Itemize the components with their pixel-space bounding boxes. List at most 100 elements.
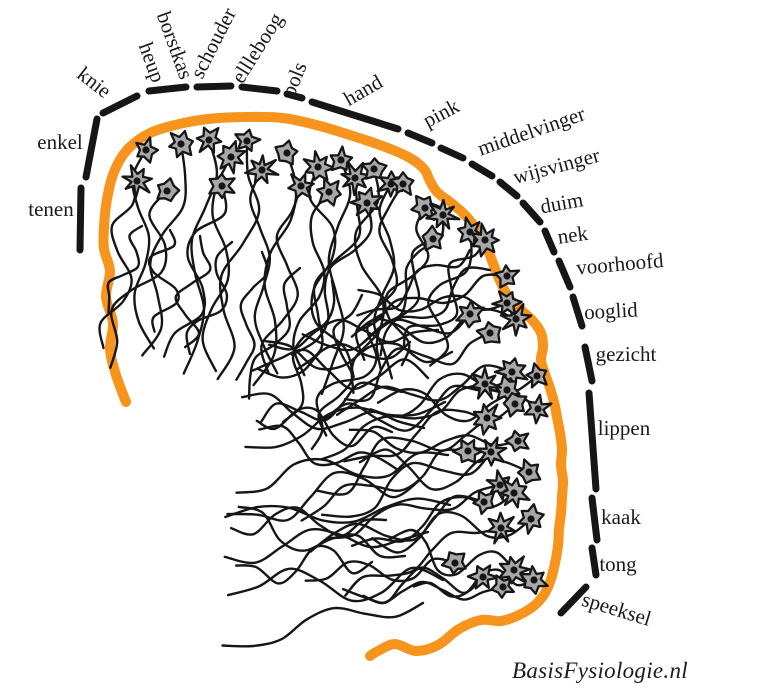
arc-dash [193,82,235,91]
neuron [425,198,461,230]
neuron-axon [98,179,139,350]
neuron-axon [304,557,457,583]
arc-dash [238,83,281,95]
arc-dash [76,184,85,254]
nerve-fiber [174,234,212,349]
neuron [516,458,542,485]
neuron-axon [141,142,187,357]
neuron [499,302,533,337]
neuron-nucleus [370,165,378,173]
neuron-axon [162,184,228,358]
label-gezicht: gezicht [596,342,657,366]
nerve-fiber [379,266,492,357]
neuron [410,194,440,222]
neuron-nucleus [205,136,213,144]
neuron-axon [296,176,362,371]
neuron-nucleus [177,140,185,148]
nerve-fiber [147,228,180,333]
nerve-fiber [235,544,374,585]
neuron-nucleus [533,372,541,380]
neuron-nucleus [503,299,511,307]
neuron [208,172,236,200]
neuron-nucleus [499,583,507,591]
neuron-axons [98,138,540,605]
arc-dash [496,178,521,200]
neuron-nucleus [481,236,489,244]
neuron-nucleus [297,182,305,190]
neuron-nucleus [530,576,538,584]
neuron [440,551,467,575]
arc-dash [581,343,596,385]
nerve-fiber [226,470,422,522]
neuron-nucleus [466,310,474,318]
arc-dash [145,83,190,95]
neuron [121,164,154,199]
neuron-nucleus [483,414,491,422]
neuron-nucleus [363,199,371,207]
nerve-fiber [221,601,425,648]
arc-dash [555,257,574,291]
neuron-axon [216,139,261,381]
neuron [135,136,160,164]
arc-dashes [76,82,601,617]
neuron-axon [316,416,489,496]
neuron-axon [109,189,169,369]
neuron-nucleus [283,149,291,157]
neuron [504,429,530,453]
neuron-axon [182,138,219,375]
neuron-axon [260,184,303,375]
neuron [349,186,384,218]
label-nek: nek [556,221,590,249]
label-enkel: enkel [37,130,83,154]
neuron [316,177,342,207]
neuron [168,129,195,159]
neuron [519,565,549,595]
nerve-fiber [258,424,400,472]
neuron-axon [344,526,503,597]
arc-dash [569,293,586,330]
neuron-nucleus [439,211,447,219]
neuron [274,139,299,166]
nerve-fiber [310,310,388,451]
neuron [421,224,445,252]
neuron-axon [375,237,435,370]
neuron-nucleus [314,163,322,171]
neuron-nucleus [503,272,511,280]
neuron-nucleus [510,566,518,574]
label-tong: tong [599,552,637,576]
neuron-axon [290,201,373,356]
neuron [502,391,528,418]
arc-dash [588,494,601,544]
neuron [389,171,415,196]
neuron-nucleus [258,166,266,174]
neuron-nucleus [421,204,429,212]
arc-dash [82,115,101,181]
nerve-fiber [244,400,447,449]
label-pols: pols [276,58,311,99]
label-kaak: kaak [601,505,641,529]
neuron-nucleus [227,153,235,161]
neuron [493,357,529,387]
neuron-nucleus [325,188,333,196]
neuron-nucleus [496,481,504,489]
neuron [491,290,523,316]
neuron [475,321,502,344]
neuron-axon [292,190,331,377]
arc-dash [557,583,590,617]
neuron-nucleus [481,380,489,388]
label-lippen: lippen [598,416,651,440]
neuron-nucleus [486,329,494,337]
neuron-nucleus [487,448,495,456]
label-speeksel: speeksel [579,587,654,631]
label-voorhoofd: voorhoofd [575,248,665,280]
nerve-fiber [185,240,234,356]
neuron-nucleus [479,573,487,581]
neuron [466,564,500,590]
nerve-fiber [251,348,430,391]
arc-dash [588,544,600,579]
neuron-axon [309,494,486,553]
neuron-nucleus [497,524,505,532]
neuron [490,574,515,599]
neuron-axon [301,312,472,352]
